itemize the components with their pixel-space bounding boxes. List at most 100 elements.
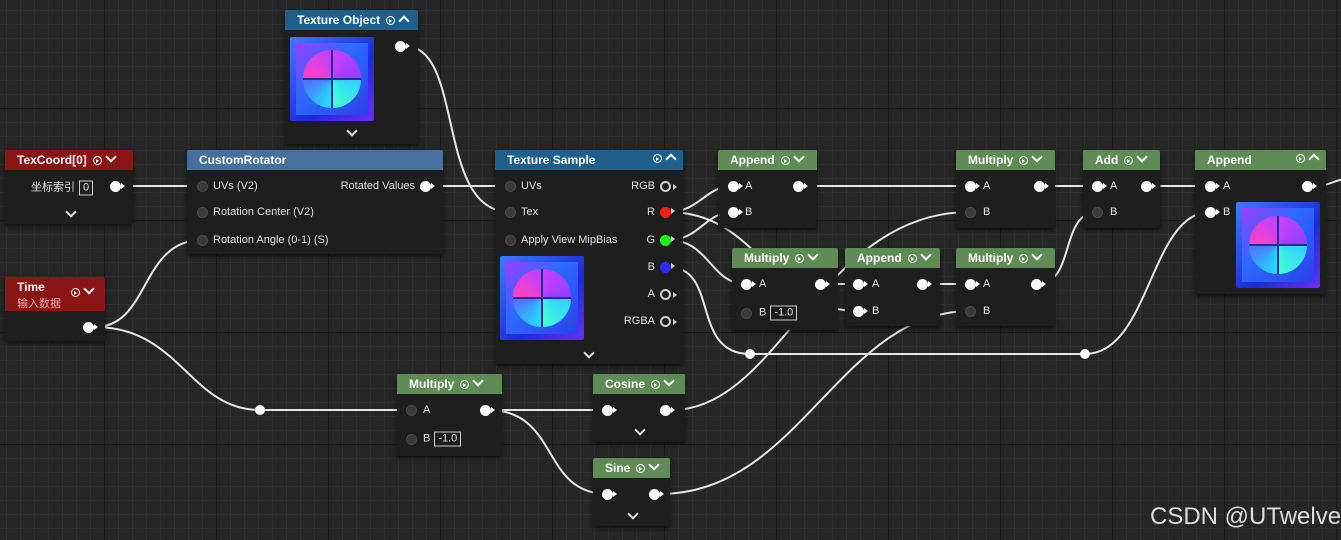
input-pin-a[interactable] <box>852 278 868 290</box>
node-header[interactable]: Multiply <box>956 150 1055 170</box>
input-pin-a[interactable] <box>1091 180 1107 192</box>
input-pin-b[interactable] <box>727 206 743 218</box>
preview-icon[interactable] <box>636 464 646 473</box>
input-pin-b[interactable] <box>1204 206 1220 218</box>
collapse-icon[interactable] <box>807 249 819 261</box>
node-header[interactable]: Cosine <box>593 374 685 394</box>
node-texture-object[interactable]: Texture Object <box>285 10 418 144</box>
b-value-field[interactable]: -1.0 <box>434 431 462 447</box>
node-multiply-neg[interactable]: Multiply A B-1.0 <box>732 248 838 330</box>
input-pin-a[interactable] <box>1204 180 1220 192</box>
collapse-icon[interactable] <box>920 249 932 261</box>
preview-icon[interactable] <box>92 156 102 165</box>
input-pin-a[interactable] <box>740 278 756 290</box>
node-header[interactable]: Append <box>718 150 817 170</box>
node-append-1[interactable]: Append A B <box>718 150 817 228</box>
preview-icon[interactable] <box>1296 154 1305 163</box>
preview-icon[interactable] <box>651 380 661 389</box>
collapse-icon[interactable] <box>1031 151 1043 163</box>
preview-icon[interactable] <box>907 254 917 263</box>
input-pin-uvs[interactable] <box>504 180 516 192</box>
expand-chevron-icon[interactable] <box>346 125 358 137</box>
input-pin-mip-bias[interactable] <box>504 234 516 246</box>
output-pin-rgba[interactable] <box>659 315 677 327</box>
collapse-icon[interactable] <box>398 15 410 27</box>
node-custom-rotator[interactable]: CustomRotator UVs (V2) Rotation Center (… <box>187 150 443 254</box>
output-pin[interactable] <box>1301 180 1317 192</box>
node-header[interactable]: Append <box>1195 150 1326 170</box>
node-cosine[interactable]: Cosine <box>593 374 685 442</box>
expand-chevron-icon[interactable] <box>583 347 595 359</box>
output-pin[interactable] <box>394 40 410 52</box>
collapse-icon[interactable] <box>105 151 117 163</box>
node-append-final[interactable]: Append A B <box>1195 150 1326 294</box>
coordinate-index-field[interactable]: 0 <box>79 180 94 196</box>
node-header[interactable]: Multiply <box>397 374 502 394</box>
collapse-icon[interactable] <box>83 283 95 295</box>
input-pin-a[interactable] <box>405 404 417 416</box>
node-add[interactable]: Add A B <box>1083 150 1160 228</box>
collapse-icon[interactable] <box>1031 249 1043 261</box>
preview-icon[interactable] <box>653 154 662 163</box>
node-header[interactable]: Add <box>1083 150 1160 170</box>
input-pin-b[interactable] <box>1091 206 1103 218</box>
output-pin[interactable] <box>1030 278 1046 290</box>
input-pin-uvs[interactable] <box>196 180 208 192</box>
input-pin-a[interactable] <box>964 180 980 192</box>
input-pin-b[interactable] <box>405 433 417 445</box>
node-sine[interactable]: Sine <box>593 458 670 526</box>
preview-icon[interactable] <box>780 156 790 165</box>
preview-icon[interactable] <box>386 16 396 25</box>
output-pin-rgb[interactable] <box>659 180 677 192</box>
expand-chevron-icon[interactable] <box>627 508 639 520</box>
input-pin-b[interactable] <box>964 305 976 317</box>
output-pin-rotated-values[interactable] <box>419 180 435 192</box>
node-header[interactable]: Append <box>845 248 940 268</box>
collapse-icon[interactable] <box>1308 153 1320 165</box>
output-pin[interactable] <box>659 404 675 416</box>
node-multiply-top[interactable]: Multiply A B <box>956 150 1055 228</box>
node-header[interactable]: TexCoord[0] <box>5 150 133 170</box>
collapse-icon[interactable] <box>663 375 675 387</box>
input-pin-b[interactable] <box>740 307 752 319</box>
preview-icon[interactable] <box>71 288 80 297</box>
input-pin-rotation-center[interactable] <box>196 206 208 218</box>
output-pin[interactable] <box>814 278 830 290</box>
node-texture-sample[interactable]: Texture Sample UVs Tex Apply View MipBia… <box>495 150 683 364</box>
output-pin[interactable] <box>648 488 664 500</box>
collapse-icon[interactable] <box>665 153 677 165</box>
output-pin[interactable] <box>82 321 98 333</box>
node-header[interactable]: Multiply <box>732 248 838 268</box>
input-pin[interactable] <box>601 404 617 416</box>
output-pin-r[interactable] <box>659 206 675 218</box>
output-pin-b[interactable] <box>659 261 675 273</box>
collapse-icon[interactable] <box>793 151 805 163</box>
expand-chevron-icon[interactable] <box>65 206 77 218</box>
b-value-field[interactable]: -1.0 <box>770 305 798 321</box>
node-multiply-time[interactable]: Multiply A B-1.0 <box>397 374 502 456</box>
output-pin[interactable] <box>916 278 932 290</box>
input-pin-tex[interactable] <box>504 206 516 218</box>
output-pin[interactable] <box>792 180 808 192</box>
input-pin-a[interactable] <box>964 278 980 290</box>
node-multiply-mid[interactable]: Multiply A B <box>956 248 1055 326</box>
output-pin[interactable] <box>479 404 495 416</box>
output-pin-a[interactable] <box>659 288 677 300</box>
output-pin-g[interactable] <box>659 234 675 246</box>
input-pin-b[interactable] <box>964 206 976 218</box>
collapse-icon[interactable] <box>648 459 661 471</box>
output-pin[interactable] <box>109 180 125 192</box>
preview-icon[interactable] <box>795 254 805 263</box>
node-header[interactable]: Texture Sample <box>495 150 683 170</box>
input-pin-b[interactable] <box>852 305 868 317</box>
output-pin[interactable] <box>1033 180 1049 192</box>
output-pin[interactable] <box>1140 180 1156 192</box>
node-header[interactable]: CustomRotator <box>187 150 443 170</box>
preview-icon[interactable] <box>1124 156 1134 165</box>
expand-chevron-icon[interactable] <box>634 424 646 436</box>
node-header[interactable]: Sine <box>593 458 670 478</box>
node-append-2[interactable]: Append A B <box>845 248 940 326</box>
node-header[interactable]: Multiply <box>956 248 1055 268</box>
